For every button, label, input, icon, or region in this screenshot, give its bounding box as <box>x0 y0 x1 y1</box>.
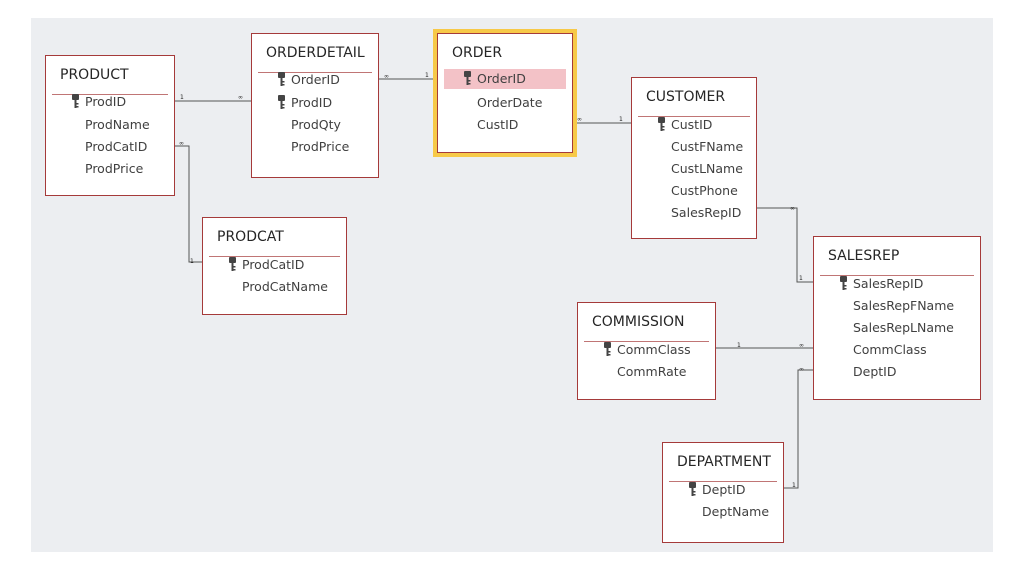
key-icon <box>72 94 79 108</box>
field-name: ProdCatID <box>242 257 305 272</box>
field-name: SalesRepFName <box>853 298 955 313</box>
table-commission[interactable]: COMMISSION CommClass CommRate <box>577 302 716 400</box>
field-name: DeptID <box>853 364 897 379</box>
field-name: DeptID <box>702 482 746 497</box>
table-title: CUSTOMER <box>646 89 726 105</box>
field-row[interactable]: CustLName <box>638 159 750 179</box>
field-name: ProdQty <box>291 117 341 132</box>
table-title: COMMISSION <box>592 314 685 330</box>
field-name: ProdPrice <box>85 161 144 176</box>
field-name: OrderDate <box>477 95 543 110</box>
field-row[interactable]: ProdPrice <box>52 159 168 179</box>
field-name: CommClass <box>617 342 691 357</box>
key-icon <box>658 117 665 131</box>
title-divider <box>209 256 340 257</box>
field-name: CommRate <box>617 364 687 379</box>
field-row[interactable]: CustFName <box>638 137 750 157</box>
field-row[interactable]: CustID <box>444 115 566 135</box>
field-row[interactable]: CommClass <box>584 340 709 360</box>
table-orderdetail[interactable]: ORDERDETAIL OrderID ProdID ProdQty ProdP… <box>251 33 379 178</box>
field-row[interactable]: ProdID <box>258 93 372 113</box>
field-row[interactable]: OrderDate <box>444 93 566 113</box>
field-name: SalesRepID <box>853 276 924 291</box>
field-row[interactable]: DeptName <box>669 502 777 522</box>
field-name: ProdID <box>291 95 333 110</box>
field-row-selected[interactable]: OrderID <box>444 69 566 89</box>
key-icon <box>464 71 471 85</box>
field-row[interactable]: SalesRepID <box>638 203 750 223</box>
table-department[interactable]: DEPARTMENT DeptID DeptName <box>662 442 784 543</box>
key-icon <box>840 276 847 290</box>
field-name: SalesRepID <box>671 205 742 220</box>
title-divider <box>258 72 372 73</box>
field-row[interactable]: ProdCatID <box>52 137 168 157</box>
table-title: PRODUCT <box>60 67 129 83</box>
field-row[interactable]: SalesRepLName <box>820 318 974 338</box>
field-name: CustLName <box>671 161 743 176</box>
field-name: ProdID <box>85 94 127 109</box>
title-divider <box>669 481 777 482</box>
table-title: DEPARTMENT <box>677 454 771 470</box>
key-icon <box>604 342 611 356</box>
field-row[interactable]: DeptID <box>669 480 777 500</box>
table-title: ORDERDETAIL <box>266 45 365 61</box>
field-row[interactable]: CommClass <box>820 340 974 360</box>
field-row[interactable]: OrderID <box>258 70 372 90</box>
table-title: PRODCAT <box>217 229 284 245</box>
field-row[interactable]: ProdCatName <box>209 277 340 297</box>
table-order[interactable]: ORDER OrderID OrderDate CustID <box>433 29 577 157</box>
field-row[interactable]: ProdQty <box>258 115 372 135</box>
table-salesrep[interactable]: SALESREP SalesRepID SalesRepFName SalesR… <box>813 236 981 400</box>
field-name: CustID <box>671 117 713 132</box>
field-name: ProdCatName <box>242 279 328 294</box>
field-row[interactable]: ProdName <box>52 115 168 135</box>
field-name: CommClass <box>853 342 927 357</box>
title-divider <box>820 275 974 276</box>
field-name: DeptName <box>702 504 770 519</box>
field-name: OrderID <box>477 71 526 86</box>
field-name: OrderID <box>291 72 340 87</box>
field-row[interactable]: ProdCatID <box>209 255 340 275</box>
title-divider <box>52 94 168 95</box>
field-row[interactable]: ProdID <box>52 92 168 112</box>
title-divider <box>584 341 709 342</box>
key-icon <box>278 72 285 86</box>
field-row[interactable]: CustID <box>638 115 750 135</box>
field-row[interactable]: ProdPrice <box>258 137 372 157</box>
field-name: SalesRepLName <box>853 320 954 335</box>
key-icon <box>229 257 236 271</box>
field-row[interactable]: SalesRepID <box>820 274 974 294</box>
field-row[interactable]: CommRate <box>584 362 709 382</box>
key-icon <box>278 95 285 109</box>
field-name: ProdName <box>85 117 150 132</box>
field-row[interactable]: SalesRepFName <box>820 296 974 316</box>
title-divider <box>638 116 750 117</box>
key-icon <box>689 482 696 496</box>
field-name: ProdPrice <box>291 139 350 154</box>
table-customer[interactable]: CUSTOMER CustID CustFName CustLName Cust… <box>631 77 757 239</box>
field-name: CustFName <box>671 139 744 154</box>
field-row[interactable]: DeptID <box>820 362 974 382</box>
table-prodcat[interactable]: PRODCAT ProdCatID ProdCatName <box>202 217 347 315</box>
table-product[interactable]: PRODUCT ProdID ProdName ProdCatID ProdPr… <box>45 55 175 196</box>
field-row[interactable]: CustPhone <box>638 181 750 201</box>
field-name: ProdCatID <box>85 139 148 154</box>
table-title: SALESREP <box>828 248 900 264</box>
field-name: CustPhone <box>671 183 738 198</box>
field-name: CustID <box>477 117 519 132</box>
table-title: ORDER <box>452 45 503 61</box>
